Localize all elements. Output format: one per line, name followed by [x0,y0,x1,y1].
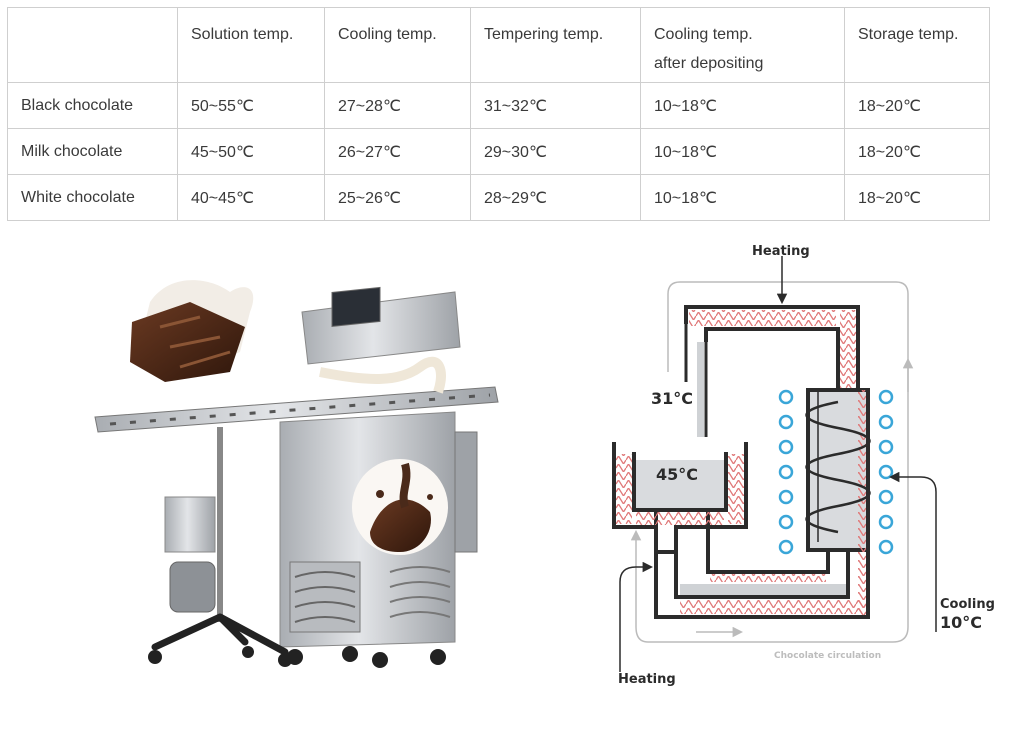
conveyor [94,386,499,433]
table-cell: 29~30℃ [470,128,641,175]
table-cell: 10~18℃ [640,174,845,221]
temp-45-label: 45°C [656,465,698,484]
table-cell: 31~32℃ [470,82,641,129]
cooling-coil [805,392,871,542]
table-cell: 40~45℃ [177,174,325,221]
coolant-rings-left [778,389,794,555]
cooling-label: Cooling [940,597,995,612]
temperature-table: Solution temp. Cooling temp. Tempering t… [7,7,990,221]
heating-top-label: Heating [752,244,810,259]
heating-bottom-label: Heating [618,672,676,687]
heating-jacket [654,305,870,619]
table-cell: Milk chocolate [7,128,178,175]
table-cell: 50~55℃ [177,82,325,129]
table-cell: 45~50℃ [177,128,325,175]
circulation-path [630,281,909,643]
table-row: Milk chocolate 45~50℃ 26~27℃ 29~30℃ 10~1… [7,128,990,175]
table-cell: 27~28℃ [324,82,471,129]
melting-tank [612,442,748,554]
temp-10-label: 10°C [940,613,982,632]
coolant-rings-right [878,389,894,555]
table-cell: 10~18℃ [640,128,845,175]
table-cell: 28~29℃ [470,174,641,221]
hose [319,356,446,394]
header-cell: Solution temp. [177,7,325,83]
cooling-arrow [888,471,937,632]
circulation-caption: Chocolate circulation [774,651,881,661]
control-head [301,286,461,365]
heating-arrow-bottom [619,561,654,672]
header-cell [7,7,178,83]
header-cell: Cooling temp. [324,7,471,83]
motor-unit [164,427,223,622]
table-header-row: Solution temp. Cooling temp. Tempering t… [7,7,990,83]
table-row: Black chocolate 50~55℃ 27~28℃ 31~32℃ 10~… [7,82,990,129]
table-cell: 18~20℃ [844,174,990,221]
chocolate-pour-image [352,459,448,555]
tempering-machine-photo [94,280,499,668]
table-cell: 25~26℃ [324,174,471,221]
table-cell: 18~20℃ [844,82,990,129]
header-cell: Tempering temp. [470,7,641,83]
temp-31-label: 31°C [651,389,693,408]
header-cell: Storage temp. [844,7,990,83]
tempering-circulation-diagram: Heating 31°C 45°C Cooling 10°C Heating C… [612,244,995,687]
table-row: White chocolate 40~45℃ 25~26℃ 28~29℃ 10~… [7,174,990,221]
table-cell: White chocolate [7,174,178,221]
stand-base [148,613,446,668]
table-cell: 18~20℃ [844,128,990,175]
chocolate-splash-image [130,280,254,382]
table-cell: 26~27℃ [324,128,471,175]
table-cell: 10~18℃ [640,82,845,129]
header-cell: Cooling temp. after depositing [640,7,845,83]
table-cell: Black chocolate [7,82,178,129]
